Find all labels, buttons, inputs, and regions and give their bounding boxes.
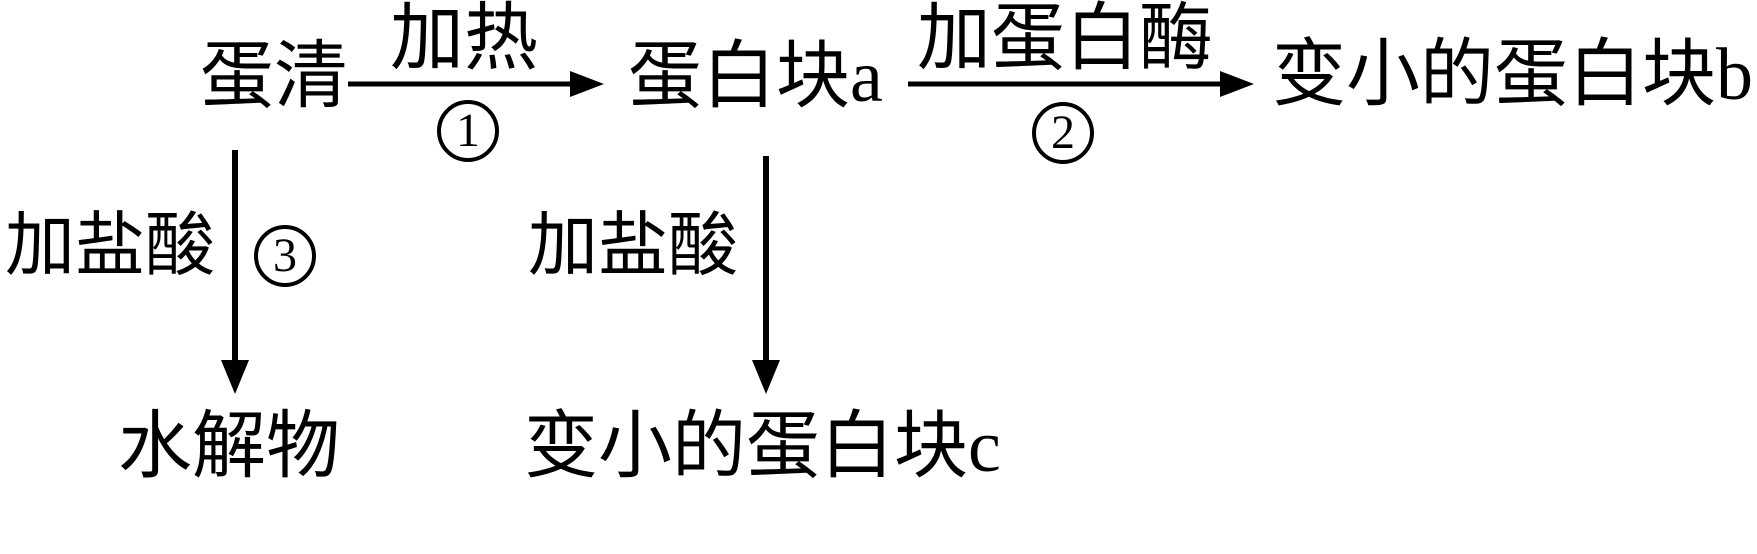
arrow-hcl-left: [221, 150, 249, 394]
node-smaller-protein-block-b: 变小的蛋白块b: [1272, 34, 1753, 116]
arrow-hcl-middle: [752, 156, 780, 394]
label-add-protease: 加蛋白酶: [917, 0, 1213, 80]
step-circle-2: 2: [1032, 102, 1094, 164]
node-egg-white: 蛋清: [200, 36, 348, 118]
node-hydrolysate: 水解物: [118, 406, 340, 488]
label-add-hcl-middle: 加盐酸: [528, 208, 738, 285]
arrow-protease: [908, 71, 1254, 97]
node-protein-block-a: 蛋白块a: [628, 36, 883, 118]
label-heat: 加热: [390, 0, 538, 80]
step-circle-1: 1: [437, 100, 499, 162]
step-circle-3: 3: [254, 225, 316, 287]
label-add-hcl-left: 加盐酸: [5, 208, 215, 285]
node-smaller-protein-block-c: 变小的蛋白块c: [524, 406, 1001, 488]
arrow-heat: [348, 71, 604, 97]
